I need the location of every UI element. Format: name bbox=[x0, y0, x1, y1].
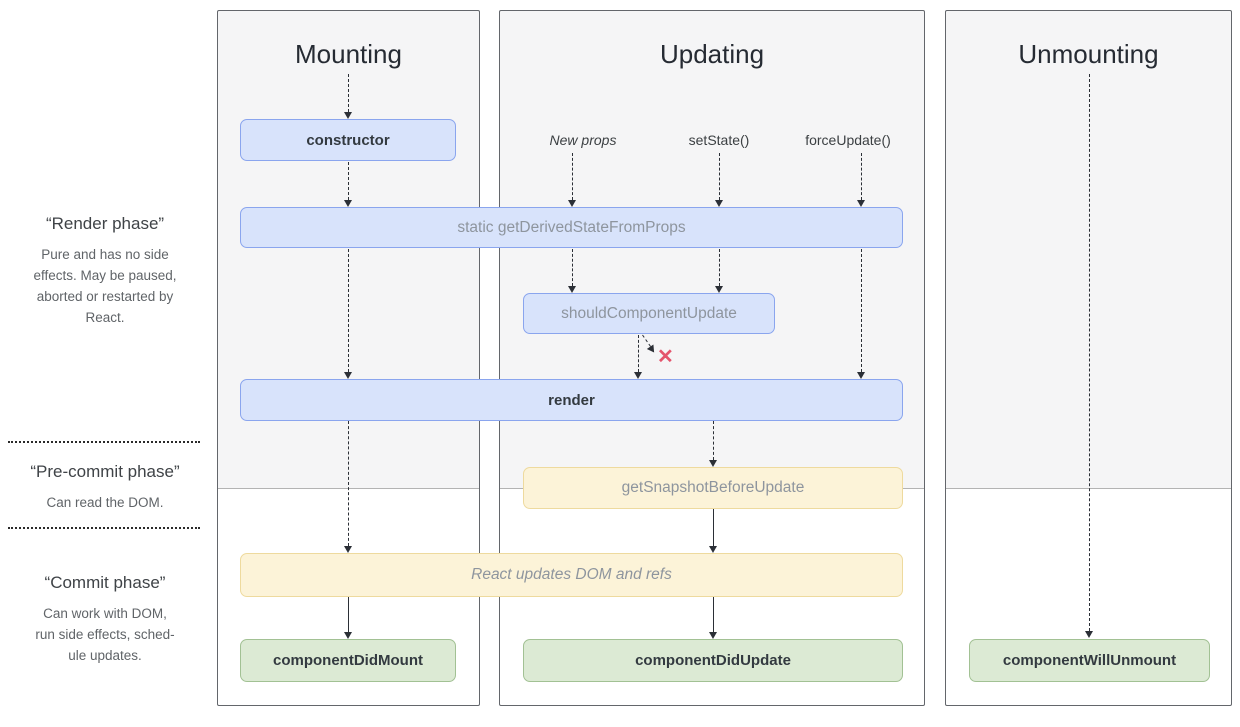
arrow-forceupdate-to-getderived bbox=[857, 153, 865, 207]
componentwillunmount-label: componentWillUnmount bbox=[1002, 652, 1177, 669]
setstate-label: setState() bbox=[688, 132, 750, 148]
react-updates-dom-label: React updates DOM and refs bbox=[471, 566, 672, 583]
arrow-render-to-getsnapshot bbox=[709, 421, 717, 467]
arrow-render-to-reactupdates-mounting bbox=[344, 421, 352, 553]
unmounting-column: Unmounting bbox=[945, 10, 1232, 706]
arrow-unmounting-to-willunmount bbox=[1085, 74, 1093, 638]
arrow-newprops-to-getderived bbox=[568, 153, 576, 207]
arrow-reactupdates-to-didupdate bbox=[709, 597, 717, 639]
react-updates-dom-box: React updates DOM and refs bbox=[240, 553, 903, 597]
precommit-phase-label: “Pre-commit phase” Can read the DOM. bbox=[5, 462, 205, 513]
separator-render-precommit bbox=[8, 441, 200, 443]
shouldcomponentupdate-box[interactable]: shouldComponentUpdate bbox=[523, 293, 775, 334]
componentdidupdate-label: componentDidUpdate bbox=[635, 652, 791, 669]
getsnapshotbeforeupdate-label: getSnapshotBeforeUpdate bbox=[621, 479, 805, 496]
getsnapshotbeforeupdate-box[interactable]: getSnapshotBeforeUpdate bbox=[523, 467, 903, 509]
getderivedstatefromprops-box[interactable]: static getDerivedStateFromProps bbox=[240, 207, 903, 248]
arrow-mounting-to-constructor bbox=[344, 74, 352, 119]
shouldcomponentupdate-label: shouldComponentUpdate bbox=[561, 304, 737, 322]
componentdidupdate-box[interactable]: componentDidUpdate bbox=[523, 639, 903, 682]
arrow-getderived-to-shouldupdate-left bbox=[568, 249, 576, 293]
commit-phase-label: “Commit phase” Can work with DOM, run si… bbox=[5, 573, 205, 666]
unmounting-phase-split-line bbox=[946, 488, 1231, 489]
commit-phase-desc: Can work with DOM, run side effects, sch… bbox=[35, 606, 175, 663]
constructor-box[interactable]: constructor bbox=[240, 119, 456, 161]
arrow-reactupdates-to-didmount bbox=[344, 597, 352, 639]
arrow-forceupdate-bypass-to-render bbox=[857, 249, 865, 379]
arrow-setstate-to-getderived bbox=[715, 153, 723, 207]
unmounting-column-title: Unmounting bbox=[1018, 39, 1159, 69]
render-phase-desc: Pure and has no side effects. May be pau… bbox=[33, 247, 177, 325]
render-box[interactable]: render bbox=[240, 379, 903, 421]
render-phase-label: “Render phase” Pure and has no side effe… bbox=[5, 214, 205, 328]
arrow-getderived-to-render-mounting bbox=[344, 249, 352, 379]
arrow-getderived-to-shouldupdate-right bbox=[715, 249, 723, 293]
componentdidmount-label: componentDidMount bbox=[273, 652, 423, 669]
arrow-constructor-to-getderived bbox=[344, 162, 352, 207]
arrow-shouldupdate-to-render bbox=[634, 335, 642, 379]
precommit-phase-title: “Pre-commit phase” bbox=[30, 462, 180, 481]
precommit-phase-desc: Can read the DOM. bbox=[46, 495, 164, 510]
updating-column-title: Updating bbox=[659, 39, 765, 69]
render-phase-title: “Render phase” bbox=[45, 214, 165, 233]
commit-phase-title: “Commit phase” bbox=[44, 573, 166, 592]
getderivedstatefromprops-label: static getDerivedStateFromProps bbox=[457, 218, 686, 236]
arrow-getsnapshot-to-reactupdates bbox=[709, 509, 717, 553]
separator-precommit-commit bbox=[8, 527, 200, 529]
new-props-label: New props bbox=[549, 132, 617, 148]
constructor-label: constructor bbox=[306, 131, 390, 149]
componentdidmount-box[interactable]: componentDidMount bbox=[240, 639, 456, 682]
reject-x-icon: ✕ bbox=[657, 346, 674, 368]
componentwillunmount-box[interactable]: componentWillUnmount bbox=[969, 639, 1210, 682]
mounting-column-title: Mounting bbox=[295, 39, 402, 69]
render-label: render bbox=[548, 391, 595, 409]
forceupdate-label: forceUpdate() bbox=[805, 132, 891, 148]
